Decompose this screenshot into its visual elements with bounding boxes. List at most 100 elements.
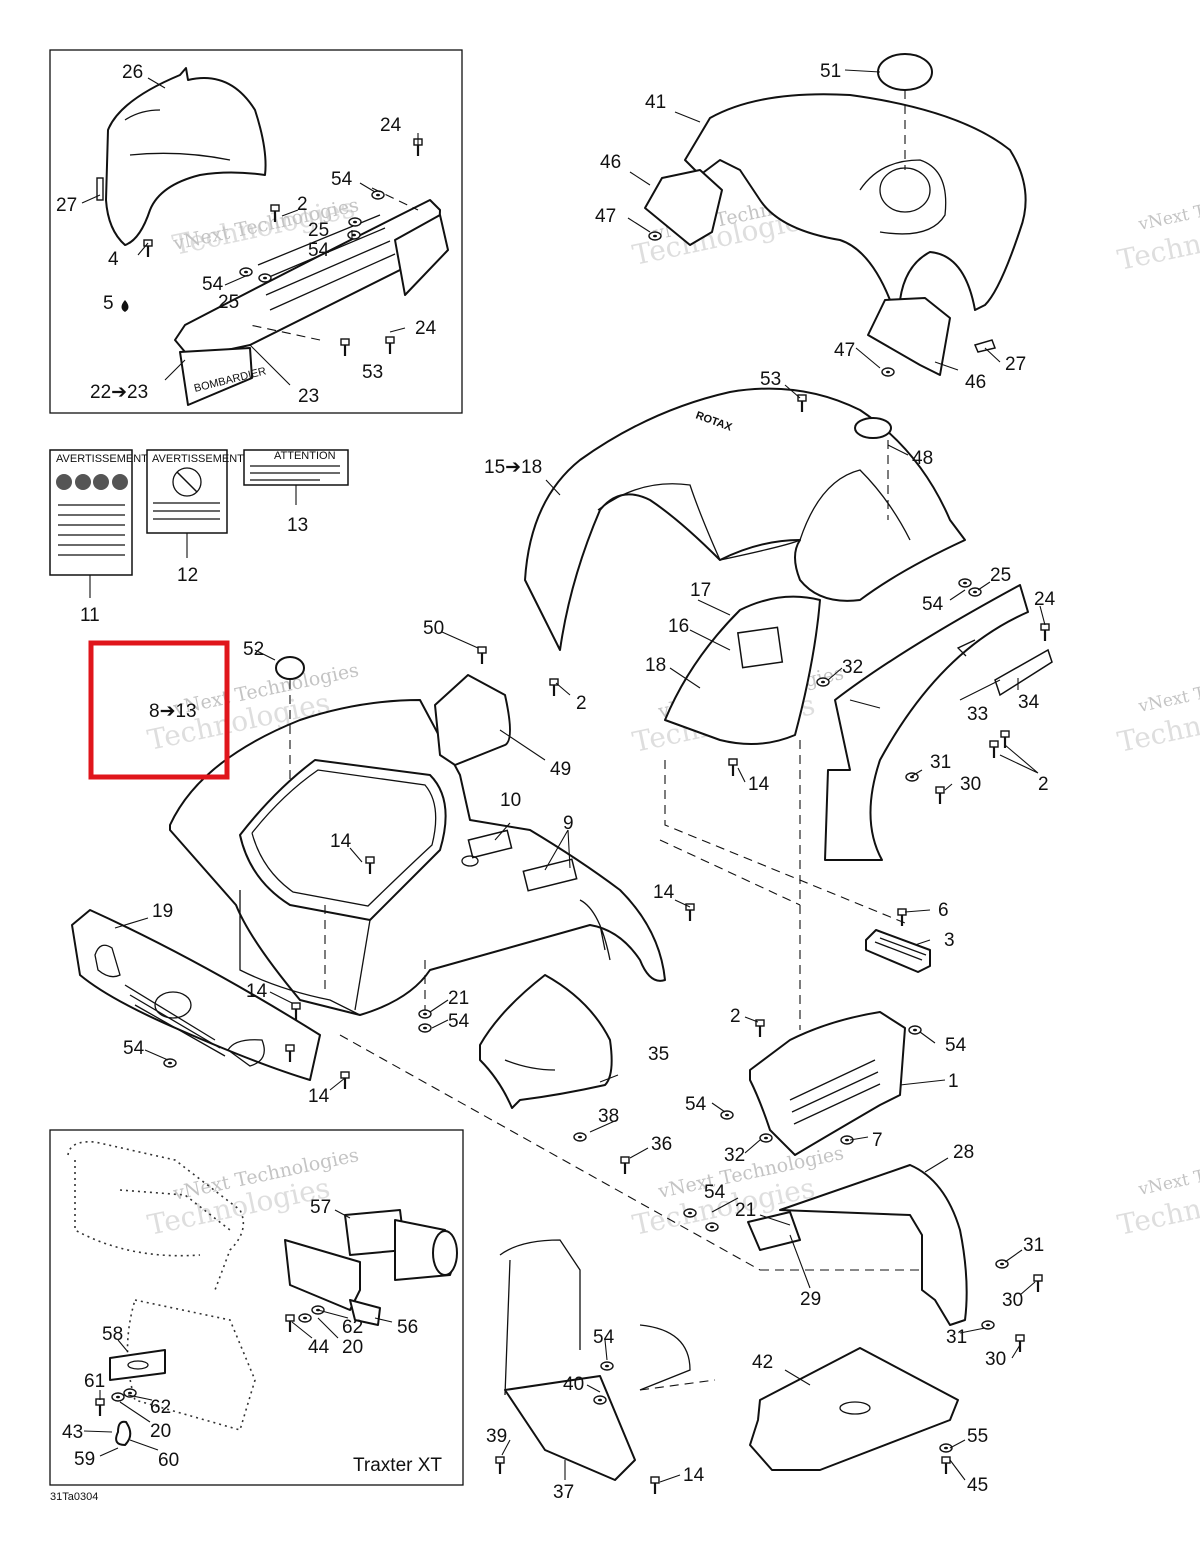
callout-43: 43	[62, 1422, 83, 1443]
callout-4: 4	[108, 249, 119, 270]
part-1-floor	[749, 1011, 906, 1156]
part-17-decal	[736, 626, 784, 669]
callout-54: 54	[945, 1035, 967, 1056]
part-26-front-fender	[105, 67, 267, 246]
callout-37: 37	[553, 1482, 574, 1503]
callout-34: 34	[1018, 692, 1040, 713]
part-42-group	[749, 1347, 959, 1476]
part-37-group	[494, 1239, 716, 1496]
callout-28: 28	[953, 1142, 974, 1163]
callout-62: 62	[150, 1397, 171, 1418]
part-56-plate	[284, 1239, 361, 1311]
callout-2: 2	[1038, 774, 1049, 795]
callout-25: 25	[990, 565, 1011, 586]
callout-60: 60	[158, 1450, 179, 1471]
document-code: 31Ta0304	[50, 1491, 98, 1503]
callout-54: 54	[448, 1011, 470, 1032]
callout-47: 47	[834, 340, 855, 361]
callout-55: 55	[967, 1426, 988, 1447]
callout-49: 49	[550, 759, 571, 780]
decal-11	[49, 449, 133, 576]
callout-40: 40	[563, 1374, 584, 1395]
callout-25: 25	[218, 292, 239, 313]
svg-text:Techn: Techn	[1115, 1192, 1200, 1242]
callout-35: 35	[648, 1044, 669, 1065]
part-27-strip	[96, 177, 104, 201]
callout-58: 58	[102, 1324, 123, 1345]
callout-5: 5	[103, 293, 114, 314]
callout-26: 26	[122, 62, 143, 83]
callout-19: 19	[152, 901, 173, 922]
callout-33: 33	[967, 704, 988, 725]
highlight-label: 8➔13	[149, 701, 197, 722]
callout-41: 41	[645, 92, 666, 113]
callout-54: 54	[123, 1038, 145, 1059]
decal-12-title: AVERTISSEMENT	[152, 453, 244, 465]
callout-2: 2	[730, 1006, 741, 1027]
callout-30: 30	[960, 774, 981, 795]
callout-39: 39	[486, 1426, 507, 1447]
callout-15-18: 15➔18	[484, 457, 542, 478]
callout-6: 6	[938, 900, 949, 921]
watermark: vNext Technologies	[1136, 1145, 1200, 1200]
part-23-decal-right	[394, 214, 449, 296]
callout-54: 54	[922, 594, 944, 615]
part-15-rear-fender	[524, 387, 966, 651]
part-16-panel	[664, 595, 821, 745]
part-58-fairlead	[109, 1349, 166, 1381]
callout-42: 42	[752, 1352, 773, 1373]
part-35-guard	[479, 974, 613, 1109]
callout-32: 32	[724, 1145, 745, 1166]
callout-7: 7	[872, 1130, 883, 1151]
callout-27: 27	[1005, 354, 1026, 375]
callout-3: 3	[944, 930, 955, 951]
part-49-bracket	[434, 674, 511, 766]
callout-57: 57	[310, 1197, 331, 1218]
callout-24: 24	[1034, 589, 1056, 610]
callout-12: 12	[177, 565, 198, 586]
decal-13-title: ATTENTION	[274, 450, 336, 462]
watermark: vNext Technologies	[1136, 662, 1200, 717]
part-29-bracket	[747, 1211, 801, 1251]
callout-labels: 26 27 24 54 2 25 54 4 5 54 25 24 53 22➔2…	[56, 61, 1056, 1503]
callout-29: 29	[800, 1289, 821, 1310]
callout-31: 31	[930, 752, 951, 773]
part-48-cap	[854, 417, 892, 439]
part-33-side-fender	[824, 584, 1029, 861]
callout-13: 13	[287, 515, 308, 536]
callout-2: 2	[297, 194, 308, 215]
callout-38: 38	[598, 1106, 619, 1127]
decal-11-title: AVERTISSEMENT	[56, 453, 148, 465]
callout-16: 16	[668, 616, 689, 637]
callout-17: 17	[690, 580, 711, 601]
callout-48: 48	[912, 448, 933, 469]
callout-54: 54	[331, 169, 353, 190]
callout-54: 54	[685, 1094, 707, 1115]
callout-14: 14	[308, 1086, 330, 1107]
part-51-cap	[877, 53, 933, 91]
callout-47: 47	[595, 206, 616, 227]
rear-console-group	[644, 53, 1027, 377]
inset-frame	[49, 1129, 464, 1486]
callout-14: 14	[683, 1465, 705, 1486]
part-60-hook	[115, 1420, 132, 1446]
part-52-cap	[275, 656, 305, 680]
callout-11: 11	[80, 605, 100, 626]
callout-25: 25	[308, 220, 329, 241]
callout-51: 51	[820, 61, 841, 82]
callout-27: 27	[56, 195, 77, 216]
inset-frame	[49, 49, 463, 414]
bumper-group	[71, 909, 321, 1081]
part-35-group	[339, 974, 960, 1271]
part-42-plate	[749, 1347, 959, 1471]
watermark: vNext Technologies	[1136, 180, 1200, 235]
svg-text:Techn: Techn	[1115, 227, 1200, 277]
callout-21: 21	[448, 988, 469, 1009]
callout-9: 9	[563, 813, 574, 834]
part-46-bracket-bottom	[867, 297, 951, 376]
callout-59: 59	[74, 1449, 95, 1470]
front-body-group	[169, 645, 696, 1091]
callout-24: 24	[415, 318, 437, 339]
part-23-decal-left	[179, 347, 253, 406]
